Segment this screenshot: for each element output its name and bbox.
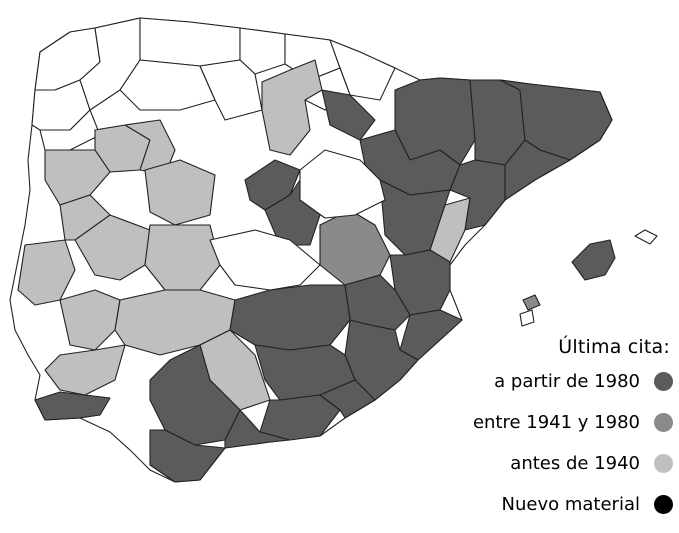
legend-label: a partir de 1980 — [494, 371, 640, 392]
province-tarragona — [449, 159, 506, 231]
province-cantabria — [239, 27, 286, 75]
legend-item-new-material: Nuevo material — [433, 492, 673, 517]
legend-swatch — [654, 372, 673, 391]
province-portugal-alentejo — [44, 344, 126, 396]
legend-swatch — [654, 454, 673, 473]
province-granada — [259, 394, 341, 441]
legend-label: Nuevo material — [501, 494, 640, 515]
province-asturias — [139, 17, 241, 67]
legend-label: entre 1941 y 1980 — [472, 412, 640, 433]
province-burgos — [261, 59, 323, 156]
legend-swatch — [654, 495, 673, 514]
province-mallorca — [571, 239, 616, 281]
province-menorca — [522, 294, 541, 311]
province-catalonia-girona — [499, 79, 613, 161]
province-madrid — [209, 229, 321, 291]
province-minorca-east — [634, 229, 658, 245]
province-toledo — [299, 149, 386, 219]
province-almeria — [319, 379, 376, 419]
legend-swatch — [654, 413, 673, 432]
province-leon — [119, 59, 216, 111]
legend-item-after-1980: a partir de 1980 — [433, 369, 673, 394]
map-legend: Última cita: a partir de 1980 entre 1941 … — [433, 336, 673, 533]
legend-label: antes de 1940 — [510, 453, 640, 474]
legend-title: Última cita: — [558, 336, 670, 358]
province-soria — [321, 89, 376, 141]
province-ibiza — [519, 309, 535, 327]
province-cadiz — [149, 429, 226, 483]
province-teruel — [379, 179, 451, 256]
province-valladolid — [144, 159, 216, 226]
province-avila — [144, 224, 221, 291]
legend-items: a partir de 1980 entre 1941 y 1980 antes d… — [433, 369, 673, 517]
province-portugal-north-1 — [44, 149, 111, 206]
legend-item-between-1941-1980: entre 1941 y 1980 — [433, 410, 673, 435]
legend-item-before-1940: antes de 1940 — [433, 451, 673, 476]
province-algarve — [34, 391, 111, 421]
province-ciudad-real — [229, 284, 351, 351]
